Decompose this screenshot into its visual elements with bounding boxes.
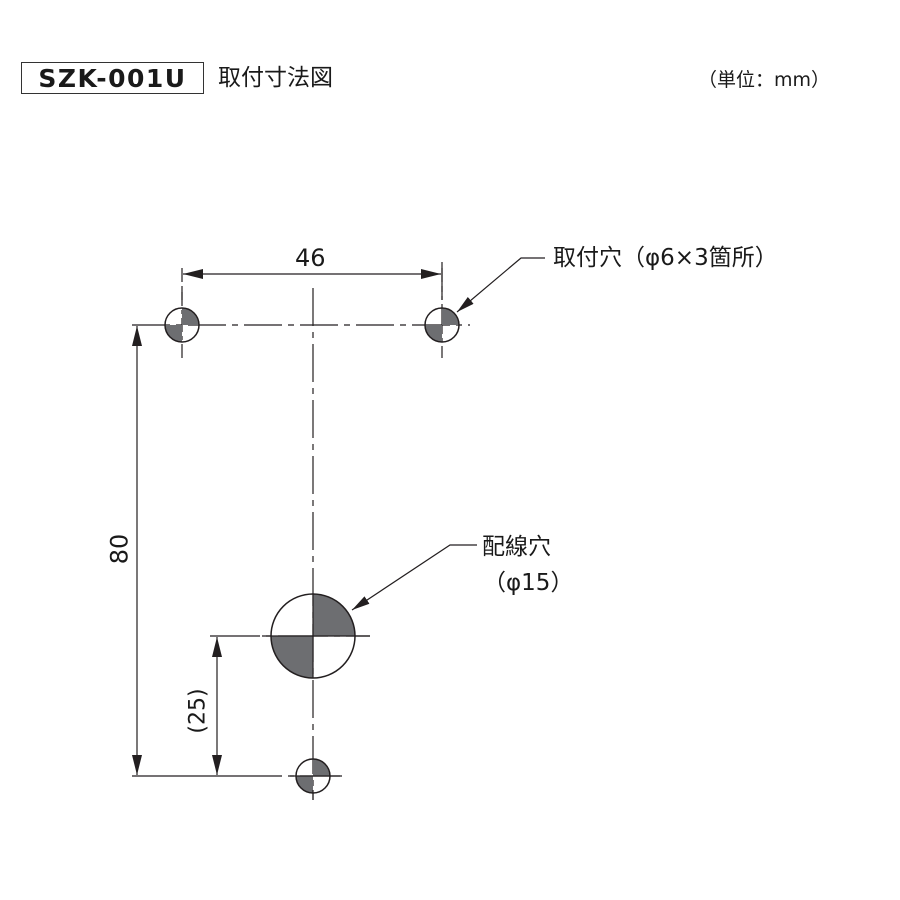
mounting-hole-top-left — [164, 307, 200, 343]
wiring-hole — [262, 593, 370, 679]
callout-wiring-hole-diameter: （φ15） — [483, 570, 574, 596]
dimension-label-46: 46 — [295, 244, 326, 272]
callout-mounting-holes: 取付穴（φ6×3箇所） — [553, 245, 778, 271]
drawing-title: 取付寸法図 — [218, 65, 333, 91]
mounting-hole-bottom — [290, 758, 342, 800]
drawing-header: SZK-001U 取付寸法図 （単位：mm） — [0, 0, 900, 120]
leader-wiring-hole — [351, 544, 477, 611]
mounting-hole-top-right — [424, 307, 460, 343]
dimension-46 — [181, 268, 443, 300]
leader-mounting-holes — [456, 257, 545, 313]
model-number-box: SZK-001U — [21, 62, 204, 94]
dimension-label-25: (25) — [185, 688, 211, 734]
unit-label: （単位：mm） — [698, 69, 831, 91]
callout-wiring-hole-name: 配線穴 — [482, 534, 551, 560]
dimension-label-80: 80 — [105, 533, 134, 565]
